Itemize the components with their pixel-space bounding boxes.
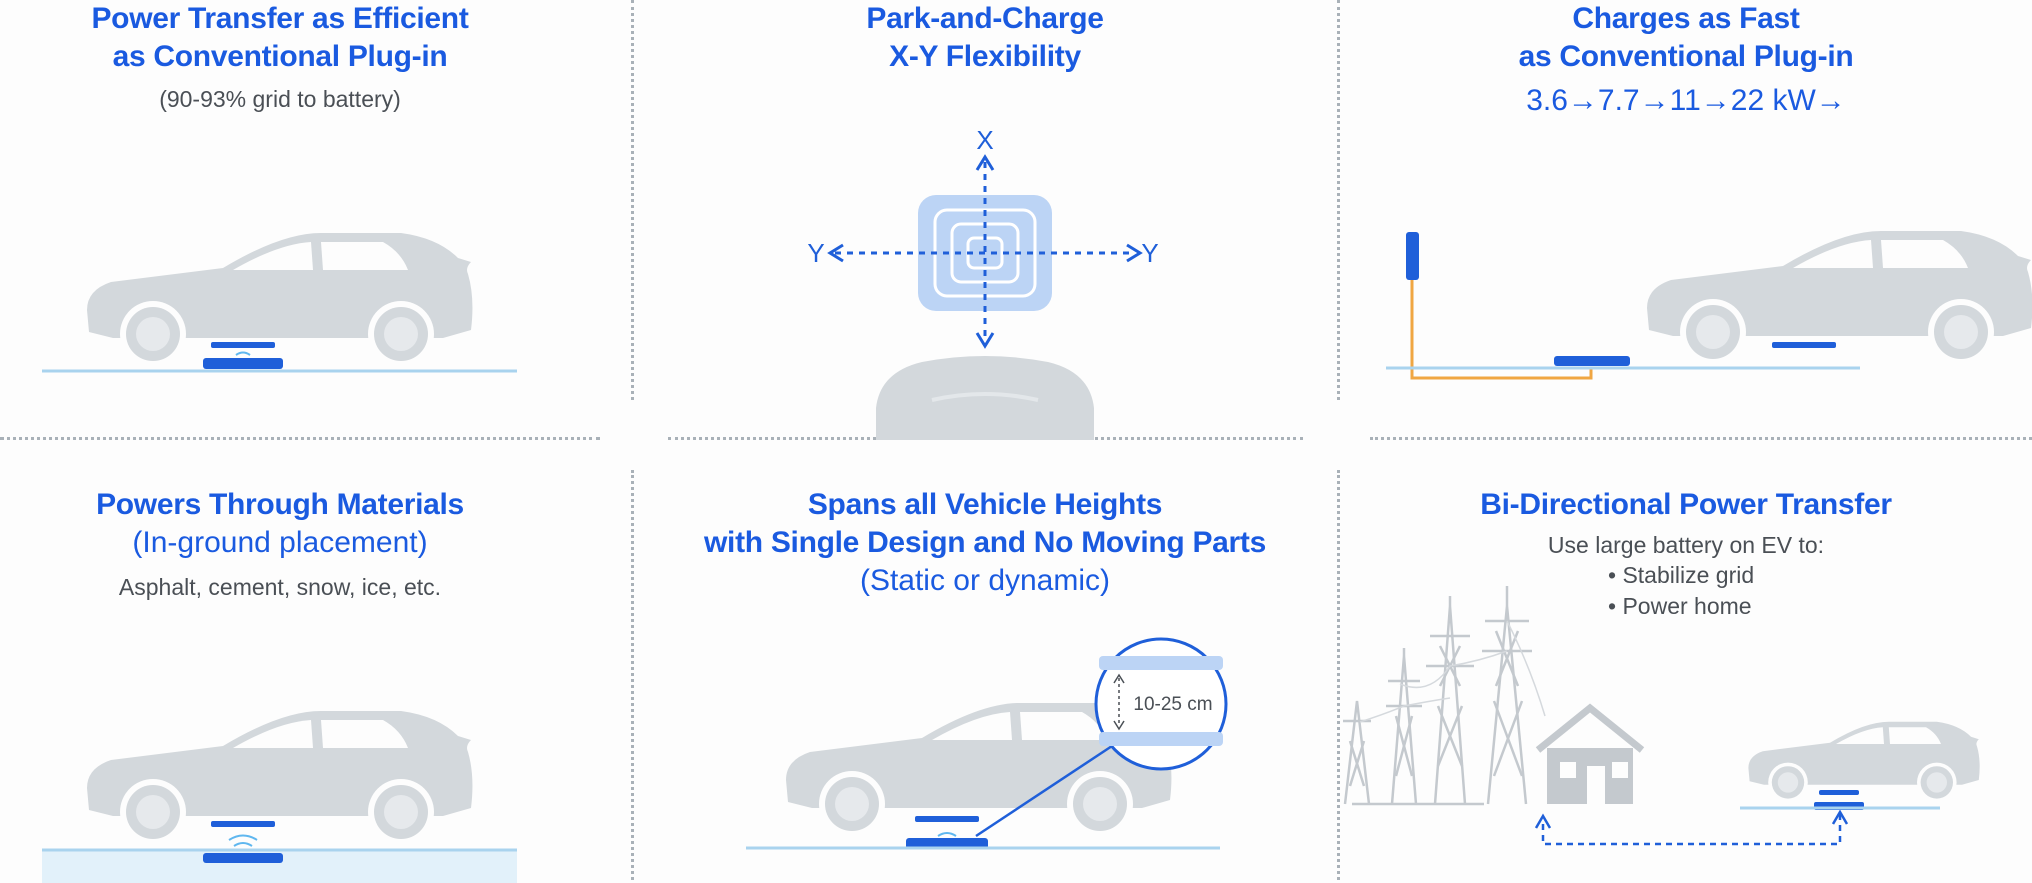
bidirectional-arrow xyxy=(1541,814,1842,846)
panel-title: with Single Design and No Moving Parts xyxy=(704,526,1266,559)
vehicle-pad xyxy=(1819,790,1859,795)
vehicle-pad xyxy=(915,816,979,822)
divider-vertical-left-bottom xyxy=(631,470,634,880)
panel-title: Bi-Directional Power Transfer xyxy=(1480,488,1892,521)
panel-bidirectional: Bi-Directional Power Transfer Use large … xyxy=(1340,486,2032,883)
bidirectional-bullets: Stabilize grid Power home xyxy=(1608,560,1754,622)
materials-note: Asphalt, cement, snow, ice, etc. xyxy=(118,574,442,600)
axis-x-label-top: X xyxy=(976,125,993,155)
in-ground-pad-illustration xyxy=(42,710,517,883)
buried-pad xyxy=(203,853,283,863)
panel-speed: Charges as Fast as Conventional Plug-in … xyxy=(1340,0,2032,430)
height-range-label: 10-25 cm xyxy=(1133,694,1212,715)
ground-pad xyxy=(1554,356,1630,366)
car-icon xyxy=(1647,230,2032,365)
ground-pad xyxy=(906,838,988,849)
transmission-tower-icon xyxy=(1343,700,1484,806)
vehicle-pad xyxy=(211,342,275,348)
wall-charger-icon xyxy=(1406,232,1419,280)
panel-title: Powers Through Materials xyxy=(96,488,464,521)
callout-line xyxy=(975,744,1113,838)
vehicle-pad xyxy=(1772,342,1836,348)
panel-title: Power Transfer as Efficient xyxy=(91,2,469,35)
grid-house-car-illustration xyxy=(1343,586,1980,846)
divider-vertical-right xyxy=(1337,0,1340,400)
axis-y-label-right: Y xyxy=(1141,238,1158,268)
vehicle-pad xyxy=(211,821,275,827)
car-icon xyxy=(87,710,473,845)
power-levels: 3.6→7.7→11→22 kW→ xyxy=(1526,84,1846,117)
efficiency-note: (90-93% grid to battery) xyxy=(159,86,401,112)
axis-y-label-left: Y xyxy=(807,238,824,268)
divider-horizontal-left xyxy=(0,437,600,440)
car-icon xyxy=(786,702,1172,837)
divider-vertical-left xyxy=(631,0,634,400)
house-icon xyxy=(1535,703,1645,804)
car-on-pad-illustration xyxy=(42,232,517,373)
panel-materials: Powers Through Materials (In-ground plac… xyxy=(0,486,560,883)
panel-heights: Spans all Vehicle Heights with Single De… xyxy=(640,486,1330,883)
heights-subtitle: (Static or dynamic) xyxy=(859,564,1111,597)
vehicle-height-illustration: 10-25 cm xyxy=(746,637,1228,850)
car-icon xyxy=(1748,721,1980,803)
panel-title: X-Y Flexibility xyxy=(889,40,1081,73)
ground-pad xyxy=(203,358,283,369)
transmission-tower-icon xyxy=(1386,648,1422,805)
car-icon xyxy=(87,232,473,367)
divider-horizontal-right xyxy=(1370,437,2032,440)
panel-title: Park-and-Charge xyxy=(866,2,1104,35)
materials-subtitle: (In-ground placement) xyxy=(132,526,428,559)
bullet-item: Power home xyxy=(1608,591,1754,622)
bullet-item: Stabilize grid xyxy=(1608,560,1754,591)
panel-title: as Conventional Plug-in xyxy=(112,40,448,73)
panel-title: Spans all Vehicle Heights xyxy=(807,488,1163,521)
panel-title: as Conventional Plug-in xyxy=(1518,40,1854,73)
panel-title: Charges as Fast xyxy=(1572,2,1800,35)
transmission-tower-icon xyxy=(1482,586,1532,805)
car-top-view xyxy=(876,356,1094,440)
bidirectional-intro: Use large battery on EV to: xyxy=(1547,532,1825,558)
plug-in-vs-wireless-illustration xyxy=(1386,230,2032,380)
panel-flexibility: Park-and-Charge X-Y Flexibility X X Y Y xyxy=(640,0,1330,440)
xy-flexibility-diagram: X X Y Y xyxy=(807,125,1159,440)
panel-efficiency: Power Transfer as Efficient as Conventio… xyxy=(0,0,560,430)
height-callout: 10-25 cm xyxy=(1094,637,1228,771)
divider-vertical-right-bottom xyxy=(1337,470,1340,880)
